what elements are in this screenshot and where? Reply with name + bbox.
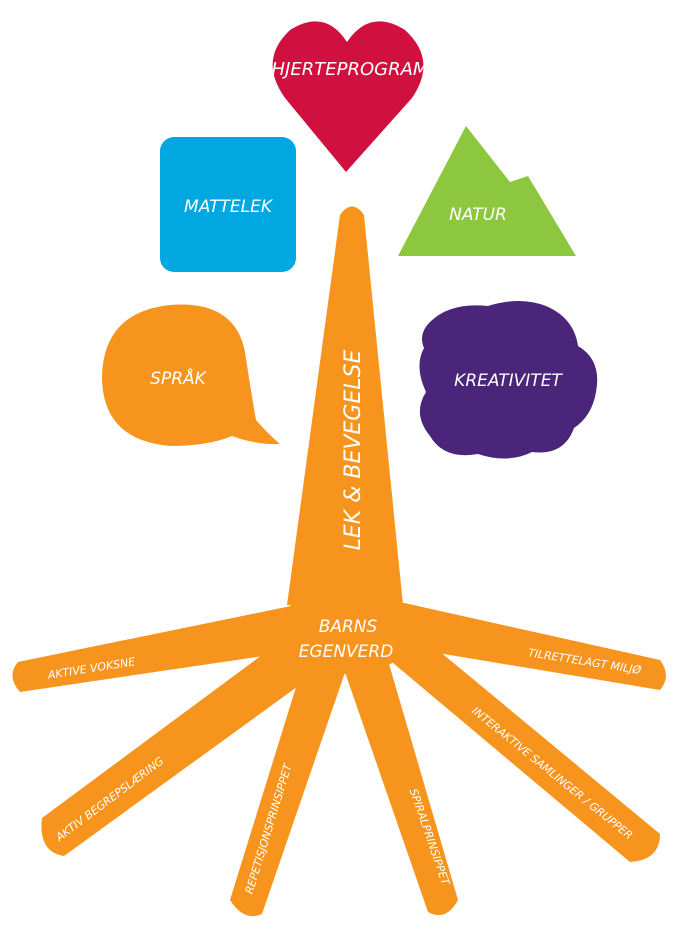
sprak-label: SPRÅK: [150, 367, 207, 389]
root-hub: [275, 590, 415, 674]
root-aktive-voksne: [12, 598, 338, 692]
heart-label: HJERTEPROGRAM: [272, 59, 429, 80]
root-interaktive-samlinger: [368, 612, 660, 862]
kreativitet-blob: [419, 301, 598, 459]
mattelek-square: [160, 137, 296, 272]
center-label-line2: EGENVERD: [299, 642, 394, 662]
kreativitet-label: KREATIVITET: [454, 371, 563, 391]
trunk-label: LEK & BEVEGELSE: [341, 350, 366, 551]
root-aktiv-begrepslaering: [41, 615, 348, 856]
tree-roots: [12, 590, 666, 917]
natur-label: NATUR: [449, 205, 507, 225]
natur-mountain: [398, 126, 576, 256]
mattelek-label: MATTELEK: [184, 197, 274, 217]
tree-trunk: [287, 206, 403, 605]
root-label-interaktive-samlinger: INTERAKTIVE SAMLINGER / GRUPPER: [469, 704, 635, 842]
root-repetisjonsprinsippet: [230, 642, 352, 917]
sprak-bubble: [102, 304, 280, 446]
heart-shape: [272, 21, 424, 172]
root-spiralprinsippet: [338, 640, 458, 916]
center-label-line1: BARNS: [319, 617, 378, 637]
root-tilrettelagt-miljo: [360, 598, 666, 690]
